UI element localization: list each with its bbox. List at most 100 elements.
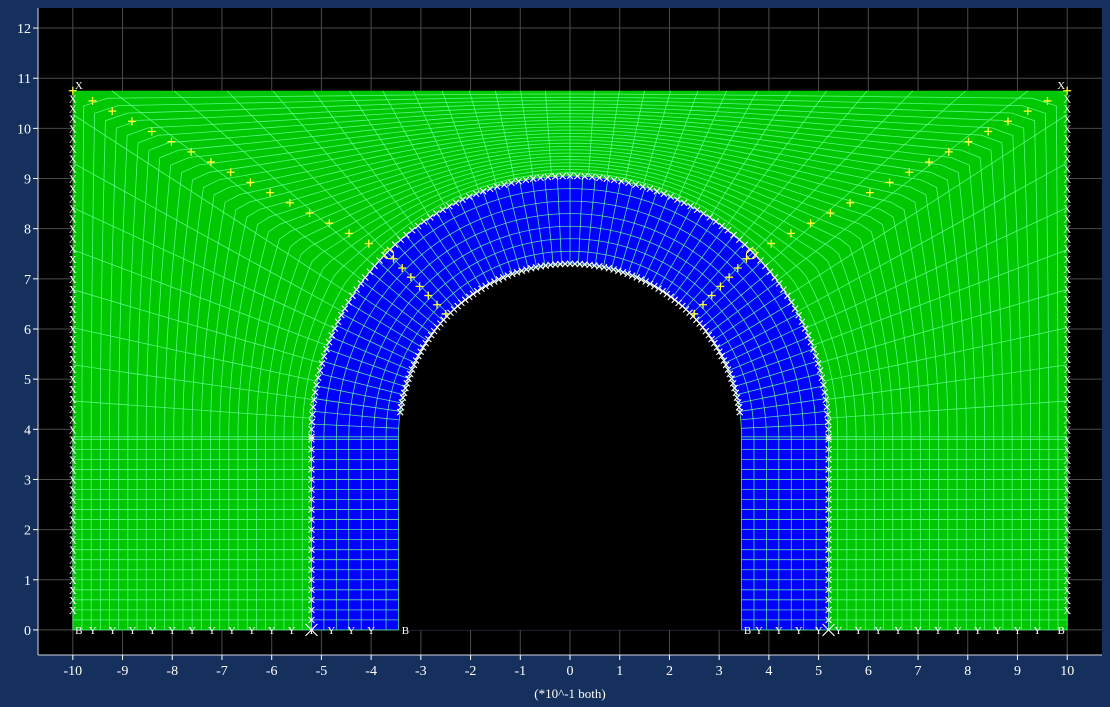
interface-node — [452, 199, 460, 207]
diagonal-marker — [345, 229, 354, 238]
support-x-marker: X — [1063, 505, 1071, 517]
interface-node — [650, 282, 658, 290]
mesh-soil-ring — [164, 123, 976, 437]
x-tick-label: -9 — [117, 664, 129, 679]
interface-node — [667, 293, 675, 301]
interface-node — [422, 339, 430, 347]
mesh-radial — [322, 360, 406, 387]
diagonal-marker — [246, 178, 255, 187]
mesh-radial — [326, 348, 409, 379]
mesh-radial — [603, 180, 621, 268]
x-tick-label: 3 — [716, 664, 723, 679]
support-x-marker: X — [1063, 384, 1071, 396]
interface-node — [718, 222, 726, 230]
interface-node — [822, 396, 830, 404]
interface-node — [724, 366, 732, 373]
interface-node — [573, 172, 581, 180]
interface-node — [624, 270, 632, 278]
interface-node — [559, 172, 567, 180]
interface-node — [596, 174, 603, 182]
interface-node — [551, 173, 559, 180]
support-x-marker: X — [69, 484, 77, 496]
mesh-soil-ring — [246, 152, 894, 437]
interface-node — [771, 274, 779, 281]
support-x-marker: X — [69, 605, 77, 617]
interface-node — [417, 348, 425, 356]
diagonal-junction — [745, 248, 757, 260]
y-tick-label: 6 — [24, 323, 31, 338]
diagonal-marker — [128, 117, 137, 126]
mesh-soil-ring — [210, 139, 930, 437]
interface-node — [632, 181, 640, 188]
mesh-soil-ring — [182, 129, 958, 437]
y-tick-label: 1 — [24, 574, 31, 589]
interface-node — [752, 251, 759, 259]
interface-node — [408, 366, 416, 373]
support-y-marker: Y — [835, 625, 843, 637]
mesh-radial — [678, 234, 735, 304]
interface-node — [459, 196, 466, 203]
interface-node — [508, 270, 516, 278]
interface-node — [801, 325, 809, 332]
support-y-marker: Y — [128, 625, 136, 637]
interface-node — [402, 384, 409, 392]
interface-node — [726, 370, 734, 378]
support-x-marker: X — [69, 404, 77, 416]
support-x-marker: X — [69, 535, 77, 547]
interface-node — [653, 187, 661, 195]
support-x-marker: X — [69, 93, 77, 105]
interface-node — [308, 576, 315, 584]
support-x-marker: X — [1057, 80, 1065, 92]
axis-scale-note: (*10^-1 both) — [534, 686, 605, 701]
interface-node — [523, 266, 530, 273]
interface-node — [757, 257, 764, 264]
interface-node — [419, 344, 427, 351]
support-x-marker: X — [69, 495, 77, 507]
interface-node — [628, 272, 636, 279]
interface-node — [824, 418, 832, 426]
support-x-marker: X — [1063, 133, 1071, 145]
interface-node — [500, 181, 508, 188]
diagonal-marker — [266, 188, 275, 197]
interface-node — [412, 357, 420, 364]
diagonal-marker — [1043, 96, 1052, 105]
support-x-marker: X — [69, 505, 77, 517]
diagonal-marker — [984, 127, 993, 136]
interface-node — [529, 175, 537, 183]
interface-node — [318, 359, 326, 367]
interface-node — [334, 318, 342, 326]
interface-node — [472, 190, 480, 198]
support-y-marker: Y — [109, 625, 117, 637]
diagonal-junction — [383, 248, 395, 260]
interface-node — [308, 418, 316, 426]
interface-node — [465, 293, 473, 301]
interface-node — [571, 260, 579, 268]
interface-node — [308, 486, 315, 493]
diagonal-marker — [846, 198, 855, 207]
interface-node — [499, 274, 507, 281]
interface-node — [371, 262, 378, 270]
x-tick-label: 0 — [567, 664, 574, 679]
support-x-marker: X — [69, 314, 77, 326]
interface-node — [720, 357, 728, 364]
support-x-marker: X — [69, 153, 77, 165]
mesh-radial — [741, 423, 829, 429]
interface-node — [655, 285, 662, 293]
mesh-radial — [736, 373, 821, 396]
interface-node — [825, 425, 832, 433]
diagonal-marker — [108, 107, 117, 116]
support-x-marker: X — [69, 123, 77, 135]
interface-node — [337, 311, 345, 319]
interface-node — [637, 276, 645, 283]
mesh-radial — [482, 191, 513, 275]
x-tick-label: -10 — [63, 664, 82, 679]
interface-node — [478, 285, 485, 293]
support-x-marker: X — [69, 113, 77, 125]
support-y-marker: Y — [755, 625, 763, 637]
mesh-soil-ring — [90, 96, 1050, 437]
interface-node — [308, 556, 315, 564]
interface-node — [402, 231, 410, 239]
mesh-radial — [635, 195, 670, 278]
interface-node — [762, 262, 769, 270]
